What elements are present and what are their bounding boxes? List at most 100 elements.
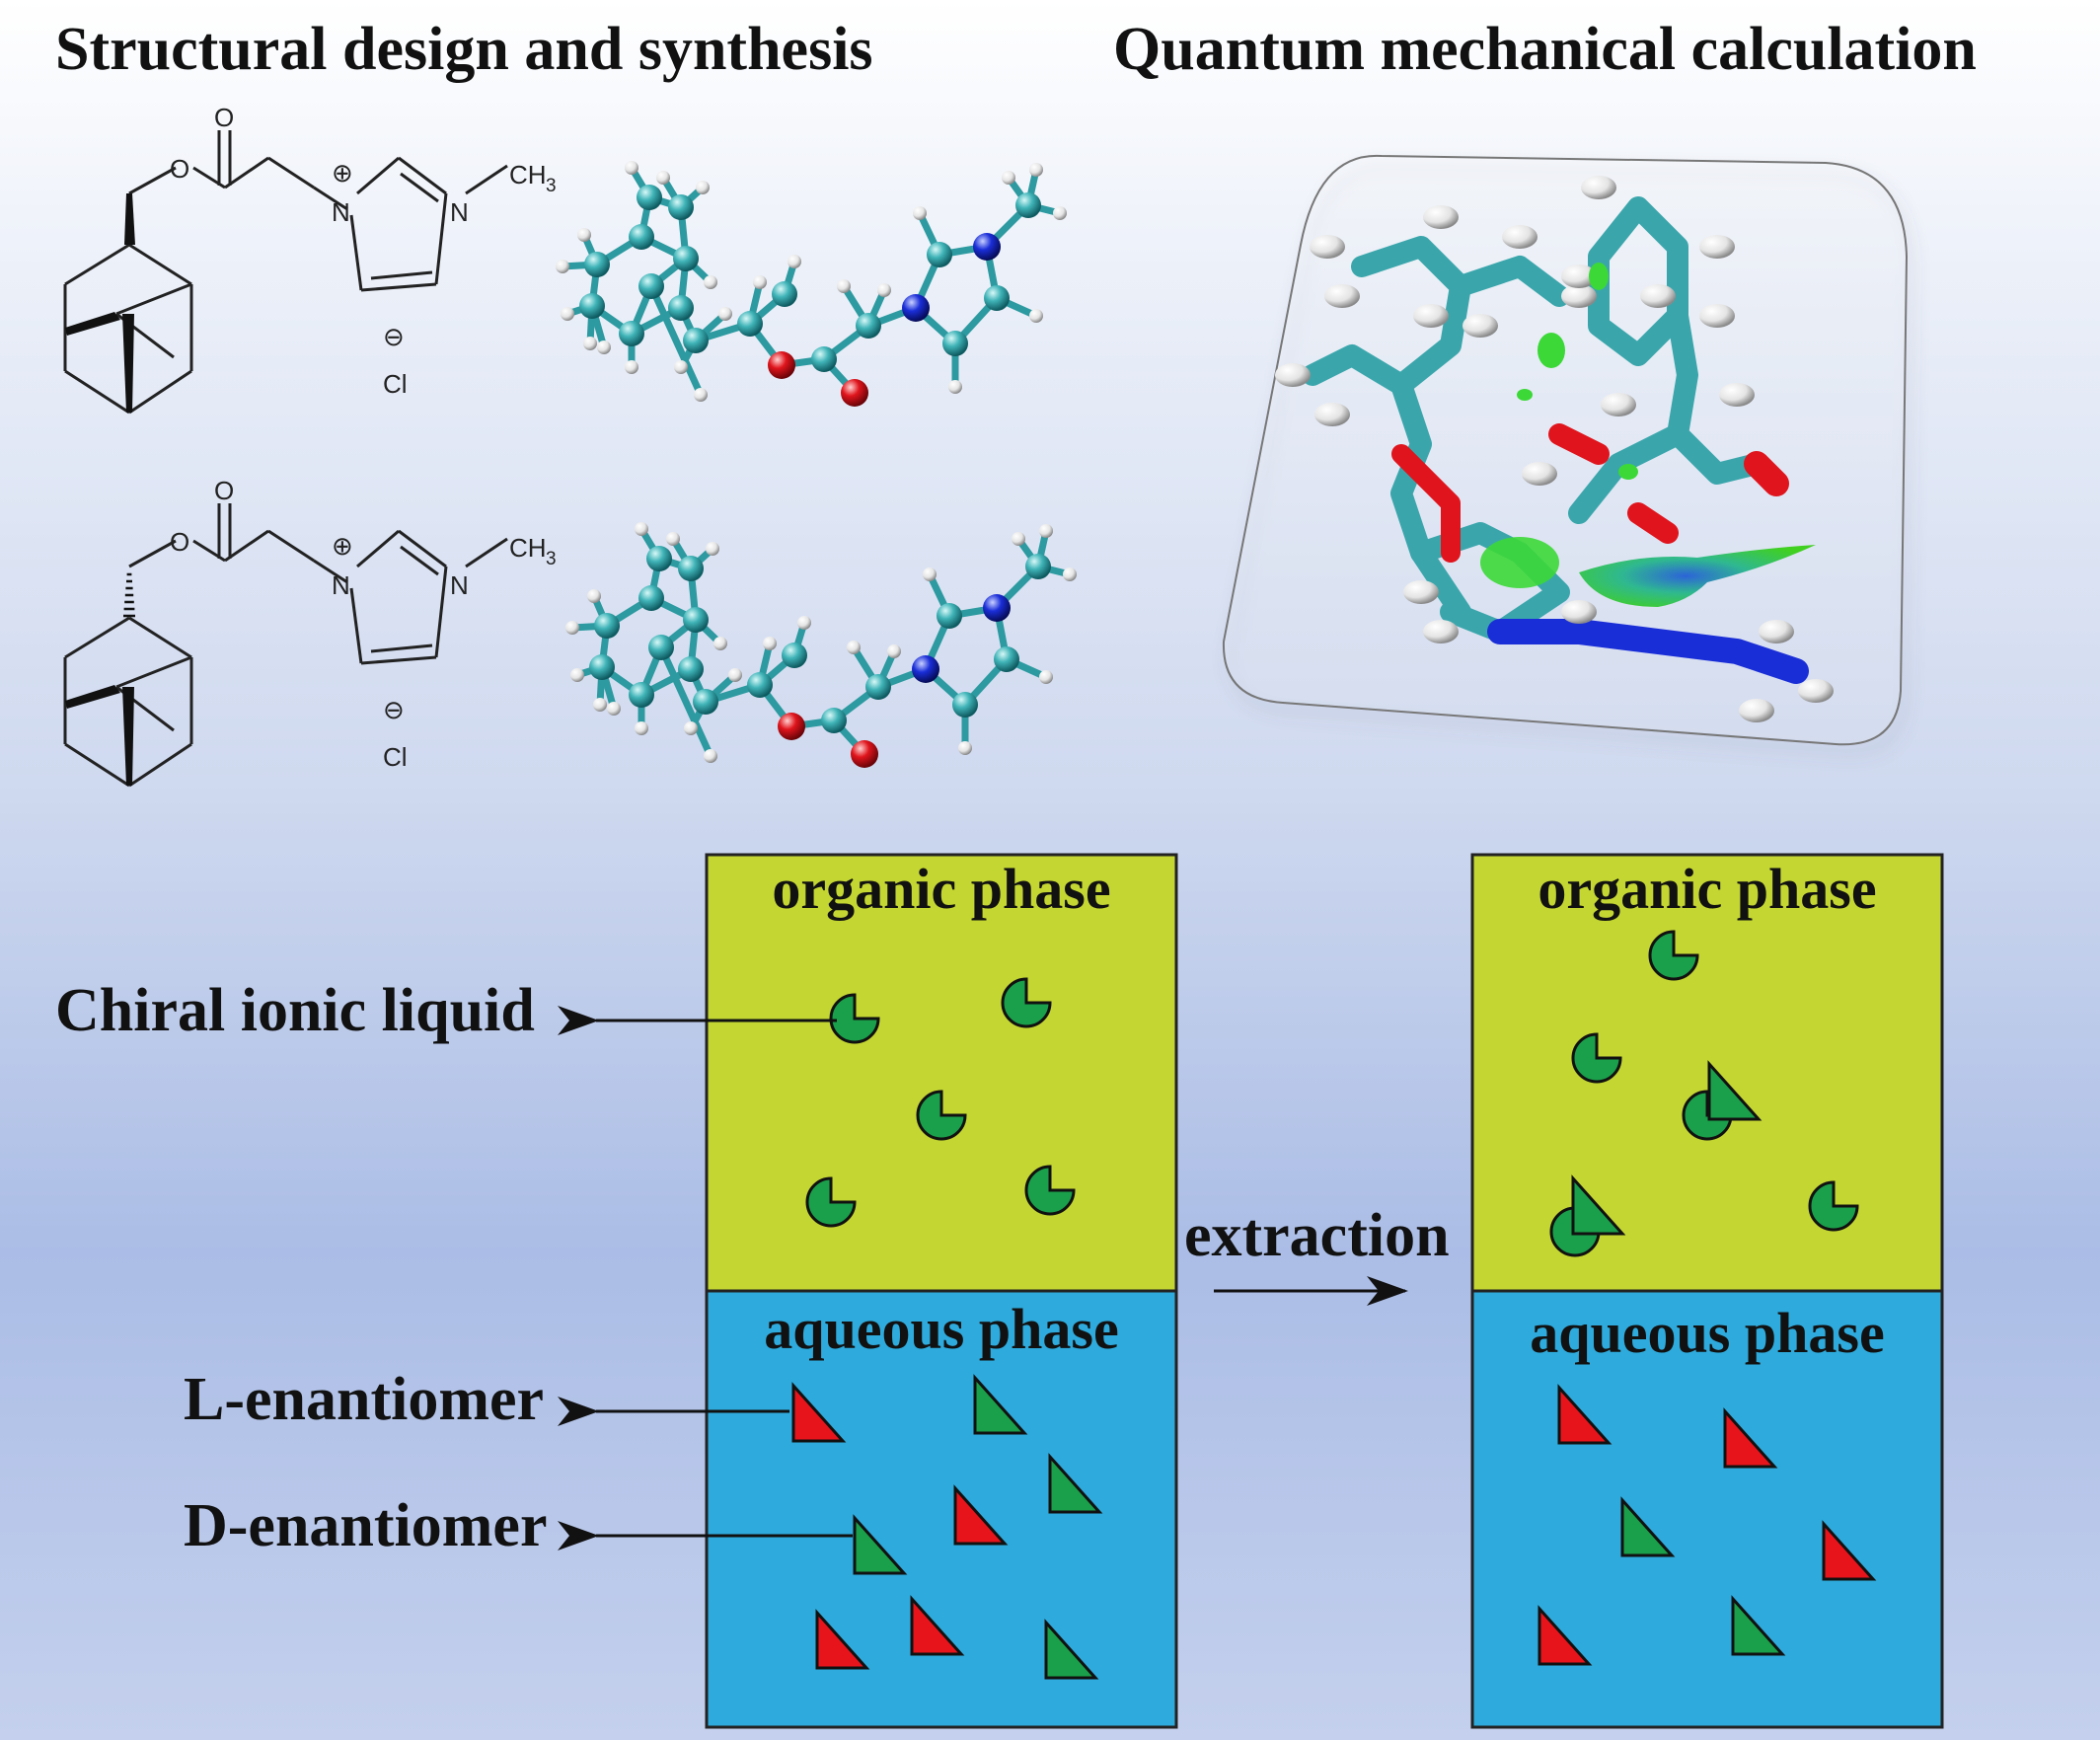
hydrogen-atom (958, 741, 972, 755)
licorice-bond (1588, 196, 1688, 366)
hydrogen-atom (635, 721, 648, 735)
nitrogen-atom (902, 294, 930, 322)
hydrogen-atom (1798, 679, 1834, 703)
pac-man-circle-icon (829, 993, 880, 1044)
hydrogen-atom (1423, 620, 1459, 643)
hydrogen-atom (565, 621, 579, 635)
bond (224, 529, 269, 563)
nitrogen-label: N (450, 197, 469, 227)
bond (400, 172, 439, 203)
aqueous-phase-label-after: aqueous phase (1530, 1301, 1884, 1365)
positive-charge-label: ⊕ (332, 158, 353, 188)
hydrogen-atom (1561, 265, 1597, 288)
hydrogen-atom (887, 644, 901, 658)
bond (128, 742, 192, 788)
hydrogen-atom (704, 275, 717, 289)
hydrogen-atom (1324, 284, 1360, 308)
pac-man-circle-icon (1001, 977, 1052, 1028)
carbon-atom (811, 346, 837, 372)
hydrogen-atom (593, 698, 607, 712)
bond (115, 282, 192, 316)
hydrogen-atom (1002, 171, 1015, 185)
bond (434, 192, 448, 285)
licorice-bond (1487, 619, 1809, 684)
bond (398, 529, 447, 568)
organic-phase-box-before (705, 853, 1178, 1293)
hydrogen-atom (948, 380, 962, 394)
nitrogen-plus-label: N (332, 570, 350, 600)
hydrogen-atom (666, 532, 680, 546)
hydrogen-atom (561, 307, 574, 321)
hydrogen-atom (684, 721, 698, 735)
oxygen-atom (768, 351, 795, 379)
ball-and-stick-model-top (556, 161, 1067, 407)
right-triangle-icon (1538, 1605, 1593, 1666)
pac-man-circle-icon (1549, 1206, 1601, 1257)
wedge-bond (122, 314, 134, 413)
hydrogen-atom (1699, 235, 1735, 259)
hydrogen-atom (556, 260, 569, 273)
stick-bond (647, 282, 705, 399)
right-triangle-icon (910, 1595, 965, 1656)
carbon-atom (994, 646, 1019, 672)
bond (360, 282, 437, 292)
hydrogen-atom (1561, 600, 1597, 624)
bond (398, 156, 447, 195)
right-triangle-icon (1571, 1174, 1626, 1236)
hydrogen-atom (625, 161, 638, 175)
hydrogen-atom (1039, 524, 1053, 538)
carbon-atom (579, 293, 605, 319)
hydrogen-atom (718, 307, 732, 321)
hydrogen-atom (797, 616, 811, 630)
right-triangle-icon (1620, 1496, 1676, 1557)
hydrogen-atom (1039, 670, 1053, 684)
negative-charge-label: ⊖ (383, 322, 405, 351)
hydrogen-atom (1063, 567, 1077, 581)
hydrogen-atom (1012, 532, 1025, 546)
bond (400, 545, 439, 576)
carbon-atom (1015, 192, 1041, 218)
hydrogen-atom (706, 542, 719, 556)
hydrogen-atom (696, 181, 710, 194)
methyl-subscript: 3 (546, 176, 557, 196)
hydrogen-atom (583, 337, 597, 350)
legend-l-enantiomer: L-enantiomer (184, 1366, 544, 1433)
organic-phase-label-after: organic phase (1538, 857, 1876, 921)
carbon-atom (648, 635, 674, 660)
hydrogen-atom (1759, 620, 1794, 643)
carbon-atom (937, 603, 962, 629)
bond (434, 566, 448, 658)
hydrogen-atom (1522, 462, 1557, 486)
hydrogen-atom (1601, 393, 1636, 416)
oxygen-atom (851, 740, 878, 768)
right-triangle-icon (1048, 1453, 1103, 1514)
right-triangle-icon (1044, 1619, 1099, 1680)
hydrogen-atom (1561, 284, 1597, 308)
licorice-bond (1391, 444, 1461, 563)
methyl-label: CH (509, 533, 547, 563)
carbonyl-oxygen-label: O (214, 103, 234, 132)
nitrogen-atom (983, 594, 1011, 622)
carbon-atom (984, 285, 1010, 311)
carbon-atom (668, 194, 694, 220)
hydrogen-atom (674, 360, 688, 374)
right-triangle-icon (791, 1382, 847, 1443)
stick-bond (657, 643, 714, 760)
hydrogen-atom (587, 589, 601, 603)
hydrogen-atom (763, 637, 777, 650)
carbon-atom (619, 321, 644, 346)
hydrogen-atom (1053, 206, 1067, 220)
hydrogen-atom (607, 702, 621, 716)
bond (128, 616, 192, 659)
carbon-atom (646, 546, 672, 571)
hydrogen-atom (1502, 225, 1538, 249)
hydrogen-atom (656, 171, 670, 185)
hydrogen-atom (625, 360, 638, 374)
bond (128, 369, 192, 415)
licorice-bond (1390, 374, 1471, 623)
bond (115, 655, 192, 689)
hydrogen-atom (1462, 314, 1498, 338)
hydrogen-atom (1413, 304, 1449, 328)
carbon-atom (693, 689, 718, 715)
